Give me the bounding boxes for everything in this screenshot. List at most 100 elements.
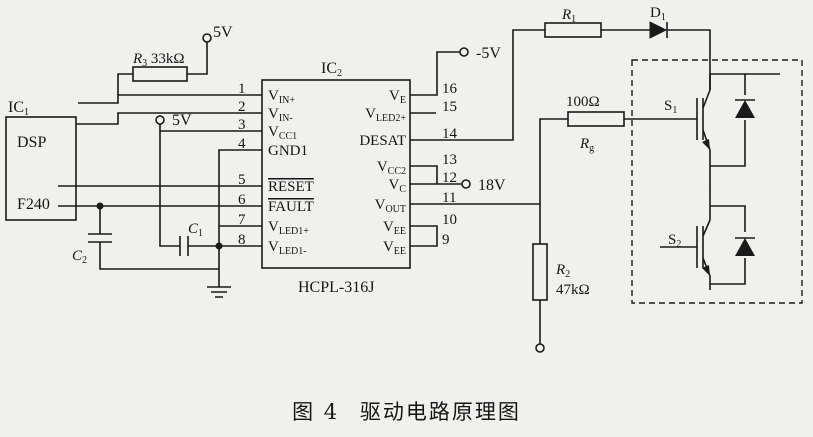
pin-3-number: 3 — [238, 117, 246, 133]
pin-9-name: VEE — [383, 239, 406, 257]
s2-freewheel-diode — [735, 238, 755, 256]
junction-gnd — [215, 242, 223, 250]
r3-label: R3 33kΩ — [132, 51, 185, 69]
pin-16-name: VE — [389, 88, 406, 106]
pin-14-number: 14 — [442, 126, 458, 142]
pin-4-name: GND1 — [268, 143, 308, 159]
left-5v-terminal — [155, 115, 165, 125]
d1-diode — [649, 21, 668, 39]
neg-5v-label: -5V — [476, 45, 501, 62]
c2-capacitor — [88, 233, 112, 243]
top-5v-label: 5V — [213, 24, 233, 41]
s1-diode-wire — [709, 73, 746, 167]
r2-ref: R2 — [555, 262, 570, 280]
pin-6-number: 6 — [238, 192, 246, 208]
left-wiring: 5V R3 33kΩ 5V C1 C2 — [58, 24, 262, 298]
wire-vout-rg — [410, 118, 568, 205]
d1-label: D1 — [650, 5, 666, 23]
r2-resistor — [532, 243, 548, 301]
pin-9-number: 9 — [442, 232, 450, 248]
pin-3-name: VCC1 — [268, 124, 297, 142]
pin-2-number: 2 — [238, 99, 246, 115]
ic2-part-number: HCPL-316J — [298, 279, 374, 296]
wire-r3-5v — [187, 42, 208, 75]
r3-resistor — [132, 66, 188, 82]
pin-4-number: 4 — [238, 136, 246, 152]
pin-15-number: 15 — [442, 99, 457, 115]
right-wiring: -5V R1 D1 18V 100Ω Rg R2 47kΩ — [410, 5, 711, 353]
pin-15-name: VLED2+ — [365, 106, 406, 124]
pin-13-number: 13 — [442, 152, 457, 168]
top-5v-terminal — [202, 33, 212, 43]
s1-igbt — [696, 89, 711, 188]
ic1-ref: IC1 — [8, 99, 29, 118]
pin-2-name: VIN- — [268, 106, 293, 124]
wire-pins7-8-gnd — [219, 225, 262, 247]
wire-r3-left — [117, 73, 133, 95]
ic2-body — [261, 79, 411, 269]
pin-7-name: VLED1+ — [268, 219, 309, 237]
ic1-dsp: IC1 DSP F240 — [5, 99, 77, 221]
wire-pin2-dsp — [76, 112, 262, 125]
igbt-module: S1 S2 — [631, 59, 803, 304]
ic1-body — [5, 116, 77, 221]
pin-5-number: 5 — [238, 172, 246, 188]
pin-5-name: RESET — [268, 179, 314, 195]
wire-vcc1-c1 — [159, 131, 180, 247]
s1-freewheel-diode — [735, 100, 755, 118]
module-outline — [631, 59, 803, 304]
c1-capacitor — [179, 236, 189, 256]
pin-10-number: 10 — [442, 212, 457, 228]
pin-1-name: VIN+ — [268, 88, 295, 106]
c1-label: C1 — [188, 221, 203, 239]
rg-resistor — [567, 111, 625, 127]
r1-label: R1 — [561, 7, 576, 25]
pin-16-number: 16 — [442, 81, 458, 97]
wire-vcc2-18v — [410, 165, 462, 185]
caption-number: 图 4 — [292, 400, 340, 424]
c2-label: C2 — [72, 248, 87, 266]
pin-14-name: DESAT — [359, 133, 406, 149]
pos-18v-terminal — [461, 179, 471, 189]
wire-d1-collector — [667, 29, 711, 90]
ic2-hcpl316j: IC2 HCPL-316J 1 VIN+ 2 VIN- 3 VCC1 4 GND1 5 RESET… — [238, 60, 458, 296]
rg-label: Rg — [579, 136, 594, 154]
s2-label: S2 — [668, 232, 681, 250]
pin-7-number: 7 — [238, 212, 246, 228]
wire-ve-neg5v — [410, 51, 460, 96]
ground-symbol — [207, 286, 231, 298]
wire-desat-r1 — [410, 29, 545, 141]
pin-11-name: VOUT — [375, 197, 406, 215]
left-5v-label: 5V — [172, 112, 192, 129]
wire-c2-gnd — [99, 242, 219, 270]
pos-18v-label: 18V — [478, 177, 506, 194]
neg-5v-terminal — [459, 47, 469, 57]
s2-diode-wire — [710, 205, 746, 285]
pin-1-number: 1 — [238, 81, 246, 97]
wire-gnd1-rail — [218, 149, 262, 287]
s2-igbt — [660, 219, 711, 290]
figure-caption: 图 4 驱动电路原理图 — [0, 396, 813, 426]
ic1-label-f240: F240 — [17, 196, 50, 213]
pin-8-number: 8 — [238, 232, 246, 248]
r1-resistor — [544, 22, 602, 38]
pin-12-number: 12 — [442, 170, 457, 186]
pin-6-name: FAULT — [268, 199, 314, 215]
pin-13-name: VCC2 — [377, 159, 406, 177]
rg-value: 100Ω — [566, 94, 600, 110]
ic1-label-dsp: DSP — [17, 134, 46, 151]
r2-terminal — [535, 343, 545, 353]
pin-10-name: VEE — [383, 219, 406, 237]
pin-8-name: VLED1- — [268, 239, 307, 257]
s1-label: S1 — [664, 98, 677, 116]
pin-11-number: 11 — [442, 190, 456, 206]
pin-12-name: VC — [388, 177, 406, 195]
ic2-ref: IC2 — [321, 60, 342, 79]
wire-vee — [410, 225, 438, 247]
caption-title: 驱动电路原理图 — [359, 400, 521, 424]
r2-value: 47kΩ — [556, 282, 590, 298]
wire-pin1-r3 — [78, 94, 262, 104]
ic2-left-pins: 1 VIN+ 2 VIN- 3 VCC1 4 GND1 5 RESET 6 FAULT 7 VLED1+ 8… — [238, 81, 314, 257]
